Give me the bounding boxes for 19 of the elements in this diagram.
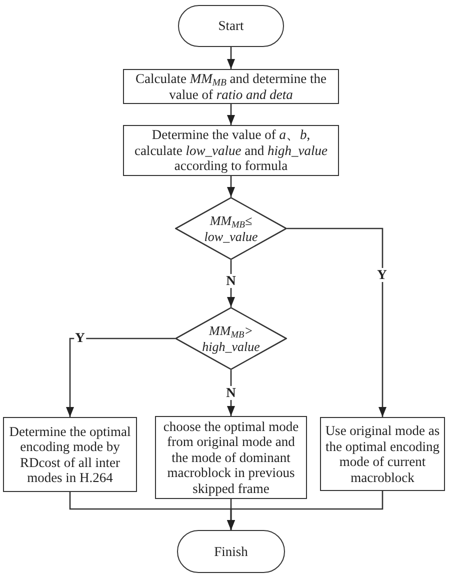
arrow [227,260,235,307]
arrow [287,228,386,417]
edge-label: N [225,386,237,400]
process-box: Use original mode as the optimal encoding mode of current macroblock [320,417,445,491]
arrow [227,491,384,530]
arrow [227,47,235,69]
arrow [227,176,235,197]
decision-diamond: MM$_{MB}$> high_value [175,307,287,370]
process-box: Calculate MM$_{MB}$ and determine the value of ratio and deta [123,69,339,104]
arrow [227,104,235,125]
process-box: Determine the value of a、b, calculate low_value and high_value according to formula [123,125,339,176]
process-box: choose the optimal mode from original mode and the mode of dominant macroblock in previous skipped frame [155,416,307,499]
arrow [66,338,175,417]
edge-label: Y [376,268,388,282]
edge-label: Y [74,331,86,345]
arrow [227,370,235,416]
decision-diamond: MM$_{MB}$≤ low_value [175,197,287,260]
edge-label: N [225,274,237,288]
process-box: Determine the optimal encoding mode by RDcost of all inter modes in H.264 [3,417,137,492]
